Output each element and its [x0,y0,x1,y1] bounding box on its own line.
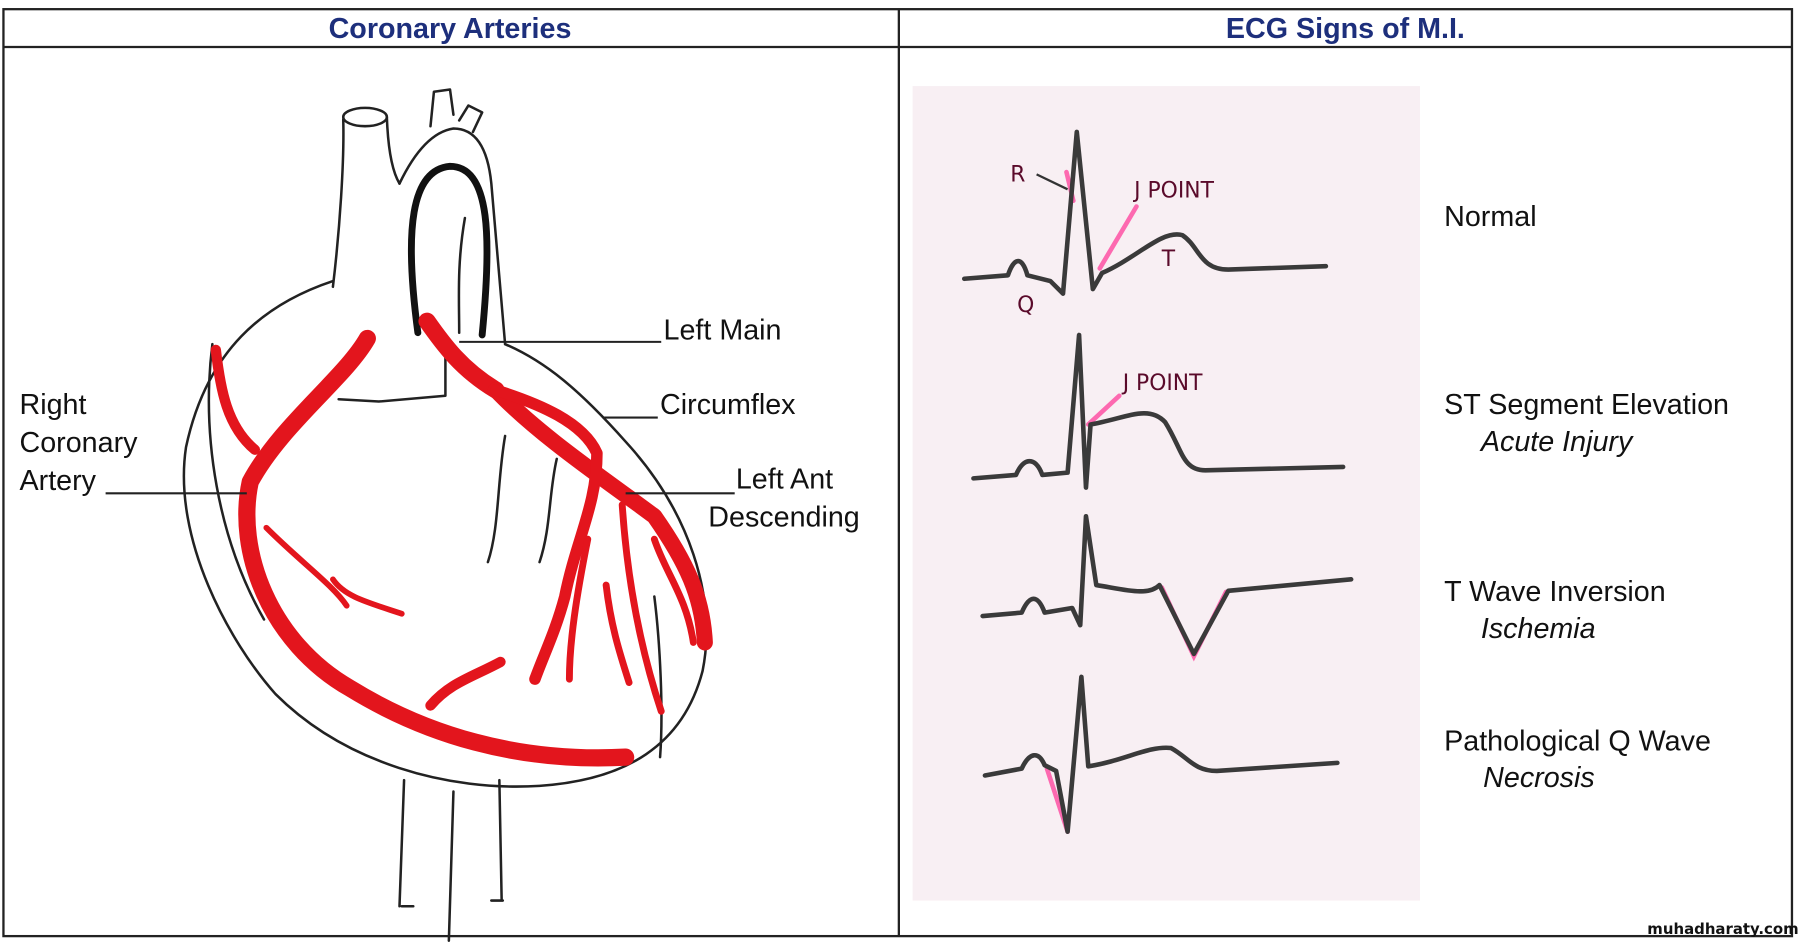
ecg-st-elevation [971,332,1346,490]
ecg-normal [961,129,1329,296]
annotation-q: Q [1017,293,1034,318]
coronary-arteries-title: Coronary Arteries [329,13,572,45]
meaning-necrosis: Necrosis [1483,762,1595,794]
meaning-acute-injury: Acute Injury [1479,426,1634,458]
outer-border [2,8,1794,938]
annotation-j-point: J POINT [1132,178,1214,203]
leader-lines [105,340,735,495]
label-left-ant: Left Ant [736,464,833,496]
label-circumflex: Circumflex [660,389,796,421]
sign-t-wave-inversion: T Wave Inversion [1444,576,1666,608]
heart-drawing [182,88,708,942]
label-descending: Descending [708,502,859,534]
ecg-t-wave-inversion [980,513,1354,662]
annotation-t: T [1161,247,1176,272]
sign-st-elevation: ST Segment Elevation [1444,389,1729,421]
ecg-panel [912,86,1421,901]
annotation-j-point-2: J POINT [1121,371,1203,396]
coronary-arteries [210,312,713,767]
ecg-pathological-q [982,674,1340,835]
label-artery: Artery [20,465,97,497]
label-right: Right [20,389,87,421]
annotation-r: R [1010,162,1025,187]
sign-pathological-q: Pathological Q Wave [1444,725,1711,757]
watermark: muhadharaty.com [1647,920,1798,938]
ecg-signs-title: ECG Signs of M.I. [1226,13,1465,45]
meaning-ischemia: Ischemia [1481,613,1596,645]
label-coronary: Coronary [20,427,139,459]
sign-normal: Normal [1444,201,1536,233]
label-left-main: Left Main [664,315,782,347]
